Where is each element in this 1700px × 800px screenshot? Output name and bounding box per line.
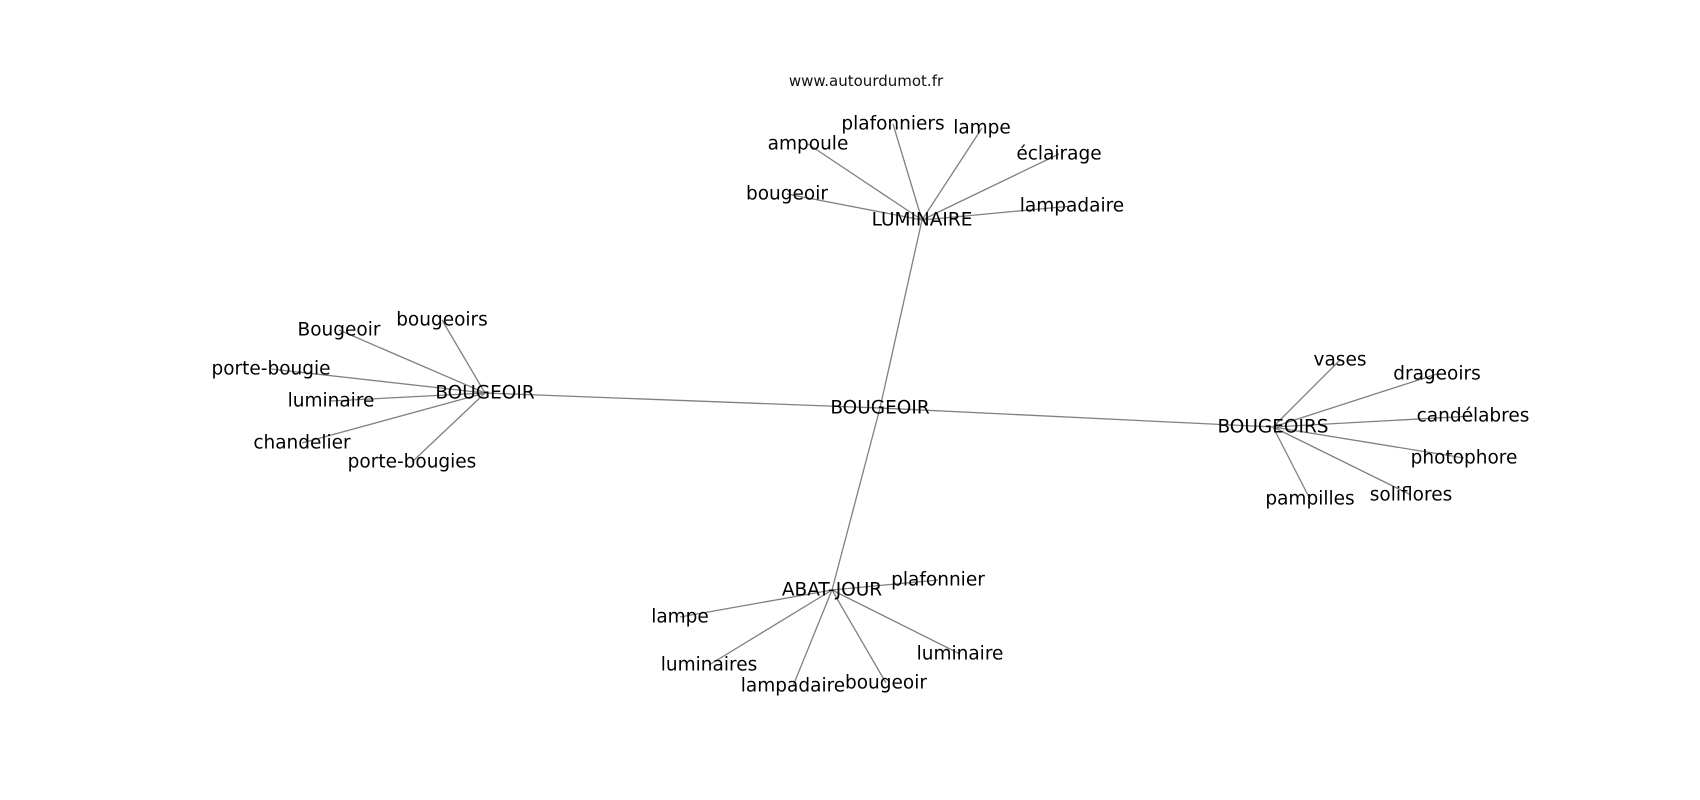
- edge-bougeoir-to-porte-bougies: [411, 392, 486, 463]
- edge-center-to-luminaire-0: [879, 219, 923, 409]
- edge-abat-jour-to-bougeoir: [831, 589, 887, 684]
- leaf-node-lampe[interactable]: lampe: [953, 118, 1011, 139]
- edges-layer: [270, 123, 1474, 687]
- edge-bougeoir-to-porte-bougie: [270, 368, 486, 394]
- leaf-node-photophore[interactable]: photophore: [1411, 448, 1518, 469]
- leaf-node-lampadaire[interactable]: lampadaire: [1020, 196, 1124, 217]
- edge-bougeoirs-to-photophore: [1272, 426, 1465, 459]
- edge-center-to-bougeoirs-2: [879, 407, 1274, 428]
- edge-bougeoir-to-bougeoirs: [441, 319, 486, 394]
- leaf-node-bougeoirs[interactable]: bougeoirs: [396, 310, 488, 331]
- leaf-node-drageoirs[interactable]: drageoirs: [1393, 364, 1481, 385]
- edge-center-to-bougeoir-1: [484, 392, 881, 409]
- leaf-node-bougeoir[interactable]: Bougeoir: [298, 320, 381, 341]
- hub-node-luminaire[interactable]: LUMINAIRE: [872, 210, 973, 231]
- leaf-node-bougeoir[interactable]: bougeoir: [845, 673, 927, 694]
- edge-bougeoirs-to-drageoirs: [1272, 373, 1438, 428]
- leaf-node-candelabres[interactable]: candélabres: [1417, 406, 1530, 427]
- leaf-node-lampe[interactable]: lampe: [651, 607, 709, 628]
- leaf-node-luminaires[interactable]: luminaires: [661, 655, 757, 676]
- edge-bougeoirs-to-vases: [1272, 359, 1341, 428]
- leaf-node-vases[interactable]: vases: [1314, 350, 1367, 371]
- leaf-node-porte-bougie[interactable]: porte-bougie: [211, 359, 330, 380]
- leaf-node-bougeoir[interactable]: bougeoir: [746, 184, 828, 205]
- hub-node-abat-jour[interactable]: ABAT-JOUR: [782, 580, 882, 601]
- leaf-node-luminaire[interactable]: luminaire: [288, 391, 375, 412]
- leaf-node-eclairage[interactable]: éclairage: [1016, 144, 1101, 165]
- leaf-node-chandelier[interactable]: chandelier: [253, 433, 351, 454]
- leaf-node-lampadaire[interactable]: lampadaire: [741, 676, 845, 697]
- edge-bougeoir-to-chandelier: [301, 392, 486, 444]
- edge-bougeoirs-to-candelabres: [1272, 415, 1474, 428]
- hub-node-bougeoir[interactable]: BOUGEOIR: [435, 383, 535, 404]
- edge-bougeoir-to-bougeoir: [338, 329, 486, 394]
- edge-abat-jour-to-plafonnier: [831, 579, 939, 591]
- edge-luminaire-to-plafonniers: [892, 123, 923, 221]
- leaf-node-pampilles[interactable]: pampilles: [1265, 489, 1354, 510]
- edge-bougeoirs-to-soliflores: [1272, 426, 1412, 496]
- edge-center-to-abat-jour-3: [831, 407, 881, 591]
- center-node-bougeoir[interactable]: BOUGEOIR: [830, 398, 930, 419]
- site-watermark: www.autourdumot.fr: [788, 72, 944, 90]
- edge-bougeoirs-to-pampilles: [1272, 426, 1311, 500]
- edge-bougeoir-to-luminaire: [330, 392, 486, 402]
- leaf-node-soliflores[interactable]: soliflores: [1370, 485, 1452, 506]
- edge-abat-jour-to-luminaire: [831, 589, 961, 655]
- leaf-node-ampoule[interactable]: ampoule: [768, 134, 849, 155]
- leaf-node-porte-bougies[interactable]: porte-bougies: [348, 452, 477, 473]
- leaf-node-luminaire[interactable]: luminaire: [917, 644, 1004, 665]
- edge-abat-jour-to-lampe: [679, 589, 833, 618]
- edge-luminaire-to-bougeoir: [786, 193, 923, 221]
- edge-luminaire-to-ampoule: [807, 143, 923, 221]
- edge-luminaire-to-lampe: [921, 127, 983, 221]
- edge-luminaire-to-lampadaire: [921, 205, 1073, 221]
- leaf-node-plafonnier[interactable]: plafonnier: [891, 570, 985, 591]
- edge-abat-jour-to-lampadaire: [792, 589, 833, 687]
- edge-abat-jour-to-luminaires: [708, 589, 833, 666]
- hub-node-bougeoirs[interactable]: BOUGEOIRS: [1217, 417, 1328, 438]
- leaf-node-plafonniers[interactable]: plafonniers: [841, 114, 944, 135]
- edge-luminaire-to-eclairage: [921, 153, 1060, 221]
